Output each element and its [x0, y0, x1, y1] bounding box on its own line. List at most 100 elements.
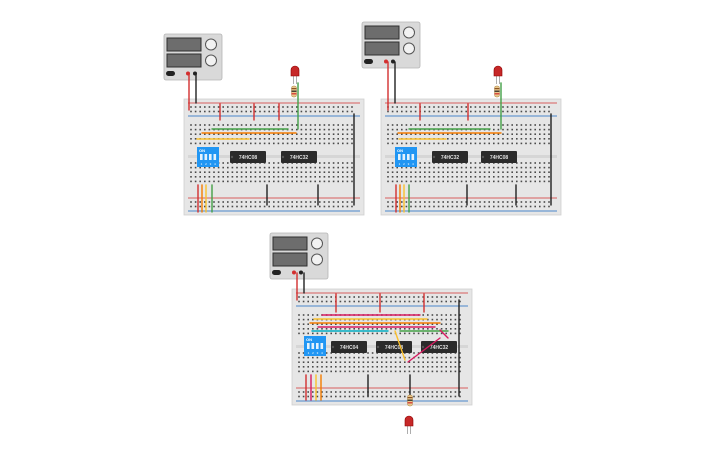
- breadboard-hole: [539, 138, 541, 140]
- dip-switch-number: 4: [214, 162, 216, 166]
- breadboard-hole: [405, 166, 408, 169]
- breadboard-hole: [543, 201, 546, 203]
- breadboard-hole: [236, 176, 238, 178]
- breadboard-hole: [414, 201, 417, 203]
- breadboard-hole: [431, 300, 434, 303]
- breadboard-hole: [445, 395, 447, 398]
- breadboard-hole: [312, 395, 314, 398]
- breadboard-hole: [217, 171, 220, 173]
- current-knob[interactable]: [403, 42, 415, 55]
- dip-switch-body[interactable]: [197, 147, 219, 167]
- breadboard-hole: [427, 300, 429, 303]
- breadboard-hole: [511, 180, 513, 183]
- dip-switch-toggle[interactable]: [307, 343, 310, 349]
- breadboard-hole: [385, 323, 388, 325]
- dip-switch-toggle[interactable]: [213, 154, 217, 160]
- breadboard-hole: [401, 142, 403, 145]
- power-switch[interactable]: [272, 270, 281, 275]
- breadboard-hole: [447, 180, 449, 183]
- breadboard-hole: [427, 395, 429, 398]
- breadboard-hole: [314, 205, 316, 208]
- voltage-knob[interactable]: [311, 237, 323, 250]
- breadboard-hole: [451, 205, 454, 208]
- breadboard-hole: [254, 106, 257, 108]
- dip-switch-toggle[interactable]: [411, 154, 415, 160]
- breadboard-hole: [282, 110, 284, 113]
- voltage-knob[interactable]: [403, 26, 415, 39]
- dip-switch-toggle[interactable]: [402, 154, 406, 160]
- breadboard-hole: [440, 314, 443, 316]
- breadboard-hole: [534, 128, 536, 131]
- breadboard-hole: [506, 106, 509, 108]
- dip-switch-toggle[interactable]: [316, 343, 319, 349]
- breadboard-hole: [451, 133, 454, 135]
- breadboard-hole: [419, 205, 421, 208]
- breadboard-hole: [371, 366, 374, 368]
- breadboard-hole: [543, 166, 546, 169]
- breadboard-hole: [427, 361, 429, 363]
- dip-switch-body[interactable]: [395, 147, 417, 167]
- power-switch[interactable]: [166, 71, 175, 76]
- breadboard-hole: [394, 361, 397, 363]
- breadboard-hole: [414, 166, 417, 169]
- breadboard-hole: [362, 328, 365, 330]
- breadboard-hole: [385, 296, 388, 298]
- breadboard-hole: [548, 133, 550, 135]
- breadboard-hole: [410, 106, 412, 108]
- breadboard-hole: [298, 318, 300, 321]
- breadboard-hole: [199, 133, 201, 135]
- dip-switch-toggle[interactable]: [200, 154, 203, 160]
- breadboard-hole: [385, 328, 388, 330]
- breadboard-hole: [405, 176, 408, 178]
- breadboard-hole: [433, 166, 435, 169]
- breadboard-hole: [511, 171, 513, 173]
- breadboard-hole: [465, 205, 467, 208]
- breadboard-hole: [488, 205, 490, 208]
- breadboard-hole: [506, 205, 509, 208]
- dip-switch-toggle[interactable]: [209, 154, 212, 160]
- current-knob[interactable]: [205, 54, 217, 67]
- breadboard-hole: [543, 138, 546, 140]
- dip-switch-toggle[interactable]: [407, 154, 410, 160]
- dip-switch-toggle[interactable]: [398, 154, 401, 160]
- breadboard-hole: [391, 201, 394, 203]
- breadboard-hole: [254, 201, 257, 203]
- breadboard-hole: [312, 323, 314, 325]
- breadboard-hole: [381, 366, 383, 368]
- breadboard-hole: [204, 133, 206, 135]
- dip-switch-toggle[interactable]: [204, 154, 208, 160]
- breadboard-hole: [330, 352, 332, 354]
- breadboard-hole: [483, 171, 486, 173]
- breadboard-hole: [190, 162, 192, 164]
- breadboard-hole: [236, 201, 238, 203]
- breadboard-hole: [250, 110, 252, 113]
- breadboard-hole: [417, 328, 420, 330]
- breadboard-hole: [488, 133, 490, 135]
- breadboard-hole: [199, 205, 201, 208]
- breadboard-hole: [428, 201, 431, 203]
- chip-label: 74HC32: [441, 155, 460, 161]
- breadboard-hole: [213, 205, 215, 208]
- breadboard-hole: [337, 133, 339, 135]
- center-channel: [385, 155, 557, 158]
- breadboard-hole: [307, 296, 309, 298]
- power-switch[interactable]: [364, 59, 373, 64]
- breadboard-hole: [428, 133, 431, 135]
- breadboard-hole: [277, 176, 280, 178]
- breadboard-hole: [459, 370, 461, 373]
- current-knob[interactable]: [311, 253, 323, 266]
- breadboard-hole: [387, 128, 389, 131]
- dip-switch-toggle[interactable]: [320, 343, 324, 349]
- dip-switch-body[interactable]: [304, 336, 326, 356]
- breadboard-hole: [479, 166, 481, 169]
- dip-switch-toggle[interactable]: [311, 343, 315, 349]
- breadboard-hole: [227, 124, 229, 126]
- breadboard-hole: [312, 296, 314, 298]
- breadboard-hole: [194, 201, 197, 203]
- breadboard-hole: [351, 162, 353, 164]
- voltage-knob[interactable]: [205, 38, 217, 51]
- breadboard-hole: [413, 370, 415, 373]
- breadboard-hole: [312, 366, 314, 368]
- breadboard-hole: [440, 328, 443, 330]
- breadboard-hole: [273, 176, 275, 178]
